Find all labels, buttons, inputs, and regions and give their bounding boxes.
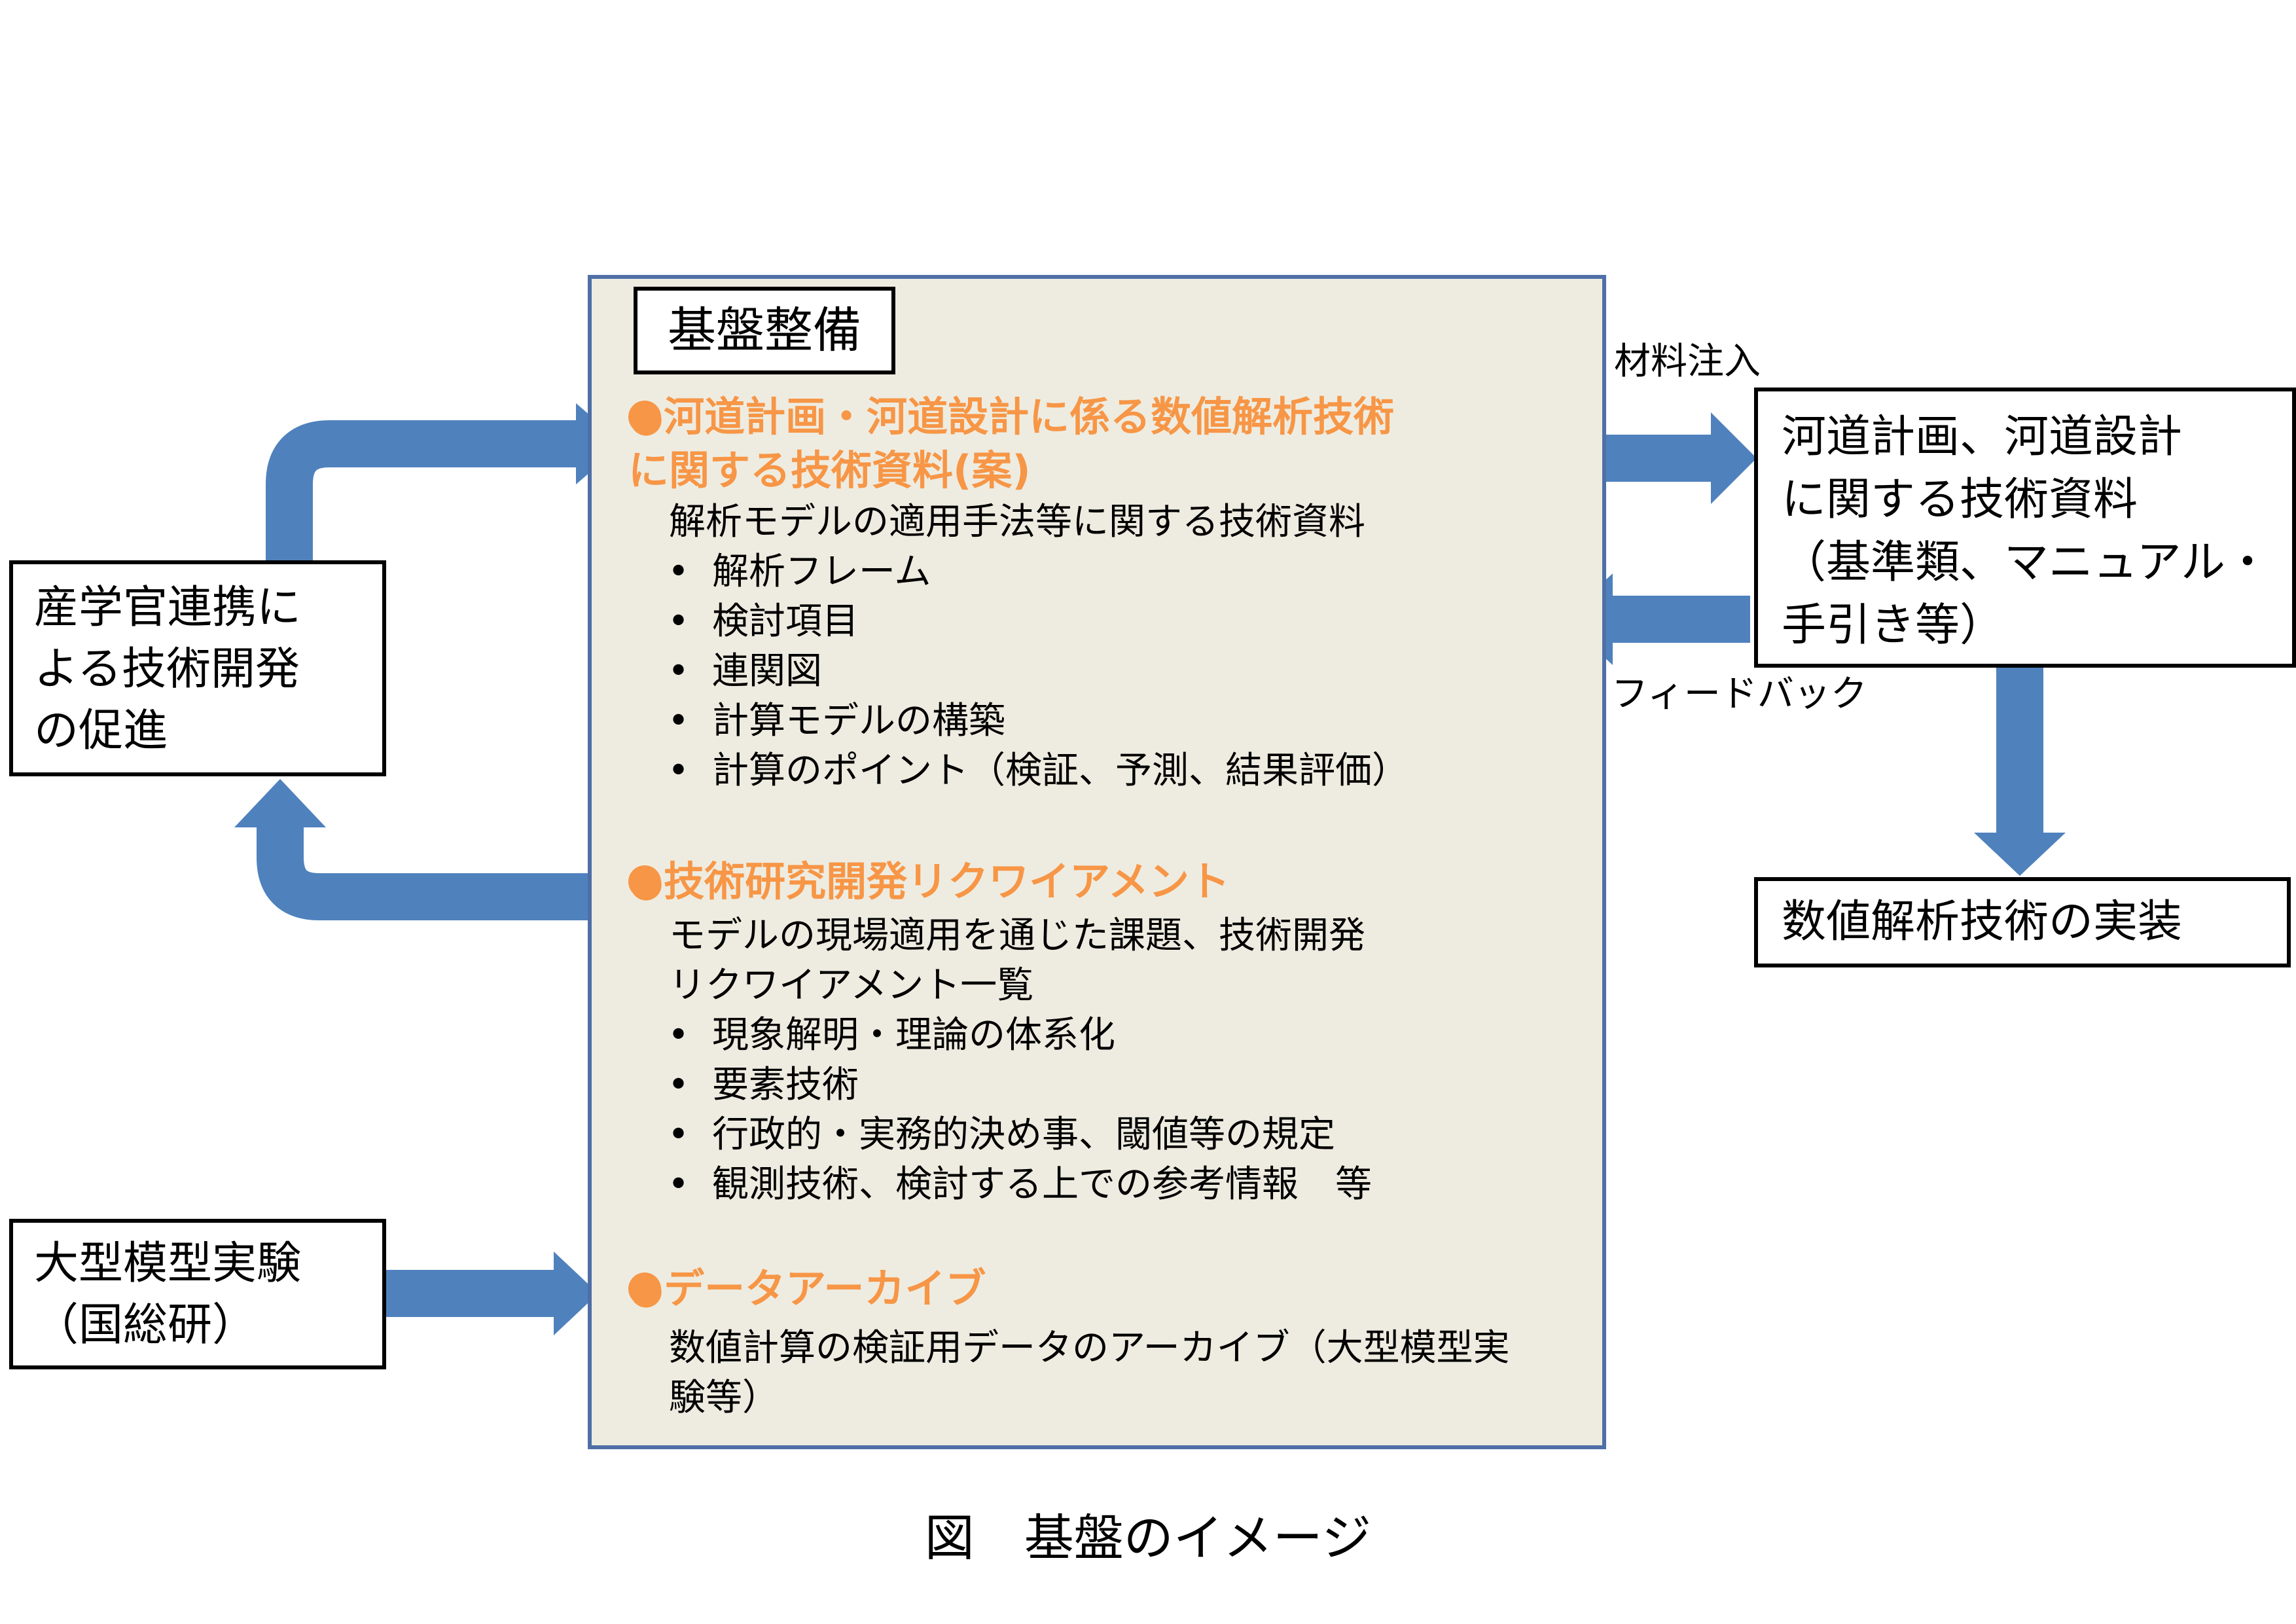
bullet-item: 計算モデルの構築 [668, 696, 1408, 746]
section-description: 数値計算の検証用データのアーカイブ（大型模型実 験等） [669, 1324, 1510, 1423]
documents-line: （基準類、マニュアル・ [1782, 537, 2270, 588]
foundation-panel: 基盤整備 ●河道計画・河道設計に係る数値解析技術 に関する技術資料(案) 解析モ… [588, 275, 1606, 1449]
section-heading-data-archive: ●データアーカイブ [628, 1262, 986, 1316]
feedback-label: フィードバック [1611, 673, 1867, 715]
technical-documents-box: 河道計画、河道設計 に関する技術資料 （基準類、マニュアル・ 手引き等） [1754, 388, 2296, 668]
panel-title: 基盤整備 [634, 287, 895, 374]
arrow-experiment-to-panel [384, 1270, 555, 1317]
industry-line: よる技術開発 [34, 643, 300, 695]
arrow-input-head [1711, 412, 1757, 504]
bullet-dot-icon [628, 1272, 661, 1305]
industry-line: 産学官連携に [34, 582, 302, 634]
section-description: 解析モデルの適用手法等に関する技術資料 [669, 497, 1365, 547]
figure-caption: 図 基盤のイメージ [924, 1509, 1372, 1567]
arrow-feedback [1611, 596, 1750, 643]
description-line: 験等） [669, 1377, 779, 1419]
documents-line: 手引き等） [1782, 600, 2005, 651]
industry-box-text: 産学官連携に よる技術開発 の促進 [34, 577, 301, 762]
bullet-item: 連関図 [668, 647, 1408, 696]
bullet-item: 解析フレーム [668, 547, 1408, 597]
arrow-docs-to-implementation-head [1974, 833, 2066, 876]
heading-line: ●技術研究開発リクワイアメント [628, 857, 1230, 905]
heading-line: に関する技術資料(案) [628, 446, 1031, 494]
section-heading-technical-docs: ●河道計画・河道設計に係る数値解析技術 に関する技術資料(案) [628, 390, 1394, 497]
requirements-bullet-list: 現象解明・理論の体系化 要素技術 行政的・実務的決め事、閾値等の規定 観測技術、… [668, 1011, 1372, 1210]
section-description: モデルの現場適用を通じた課題、技術開発 リクワイアメント一覧 [669, 911, 1365, 1011]
industry-line: の促進 [34, 705, 168, 757]
description-line: モデルの現場適用を通じた課題、技術開発 [669, 914, 1365, 957]
implementation-line: 数値解析技術の実装 [1782, 896, 2183, 948]
documents-box-text: 河道計画、河道設計 に関する技術資料 （基準類、マニュアル・ 手引き等） [1782, 406, 2270, 657]
bullet-item: 要素技術 [668, 1060, 1372, 1110]
arrow-panel-to-industry-head [234, 779, 326, 827]
arrow-experiment-to-panel-head [554, 1252, 598, 1335]
input-label: 材料注入 [1614, 340, 1761, 383]
bullet-item: 行政的・実務的決め事、閾値等の規定 [668, 1110, 1372, 1160]
experiment-line: （国総研） [34, 1299, 257, 1351]
documents-line: に関する技術資料 [1782, 474, 2138, 526]
bullet-item: 現象解明・理論の体系化 [668, 1011, 1372, 1060]
section-heading-requirements: ●技術研究開発リクワイアメント [628, 855, 1230, 909]
experiment-line: 大型模型実験 [34, 1238, 302, 1290]
bullet-item: 検討項目 [668, 597, 1408, 647]
bullet-item: 観測技術、検討する上での参考情報 等 [668, 1160, 1372, 1210]
bullet-dot-icon [628, 865, 661, 898]
implementation-box: 数値解析技術の実装 [1754, 877, 2291, 967]
arrow-docs-to-implementation [1996, 668, 2043, 834]
description-line: 数値計算の検証用データのアーカイブ（大型模型実 [669, 1327, 1510, 1369]
large-model-experiment-box: 大型模型実験 （国総研） [9, 1219, 386, 1369]
bullet-item: 計算のポイント（検証、予測、結果評価） [668, 746, 1408, 796]
industry-collaboration-box: 産学官連携に よる技術開発 の促進 [9, 560, 386, 776]
experiment-box-text: 大型模型実験 （国総研） [34, 1233, 301, 1356]
description-line: 解析モデルの適用手法等に関する技術資料 [669, 501, 1365, 543]
technical-docs-bullet-list: 解析フレーム 検討項目 連関図 計算モデルの構築 計算のポイント（検証、予測、結… [668, 547, 1408, 796]
heading-line: ●データアーカイブ [628, 1265, 986, 1312]
arrow-industry-to-panel [266, 420, 577, 560]
description-line: リクワイアメント一覧 [669, 964, 1034, 1007]
implementation-box-text: 数値解析技術の実装 [1782, 892, 2182, 953]
bullet-dot-icon [628, 401, 661, 433]
arrow-panel-to-industry [257, 826, 601, 920]
heading-line: ●河道計画・河道設計に係る数値解析技術 [628, 393, 1395, 441]
documents-line: 河道計画、河道設計 [1782, 411, 2183, 463]
